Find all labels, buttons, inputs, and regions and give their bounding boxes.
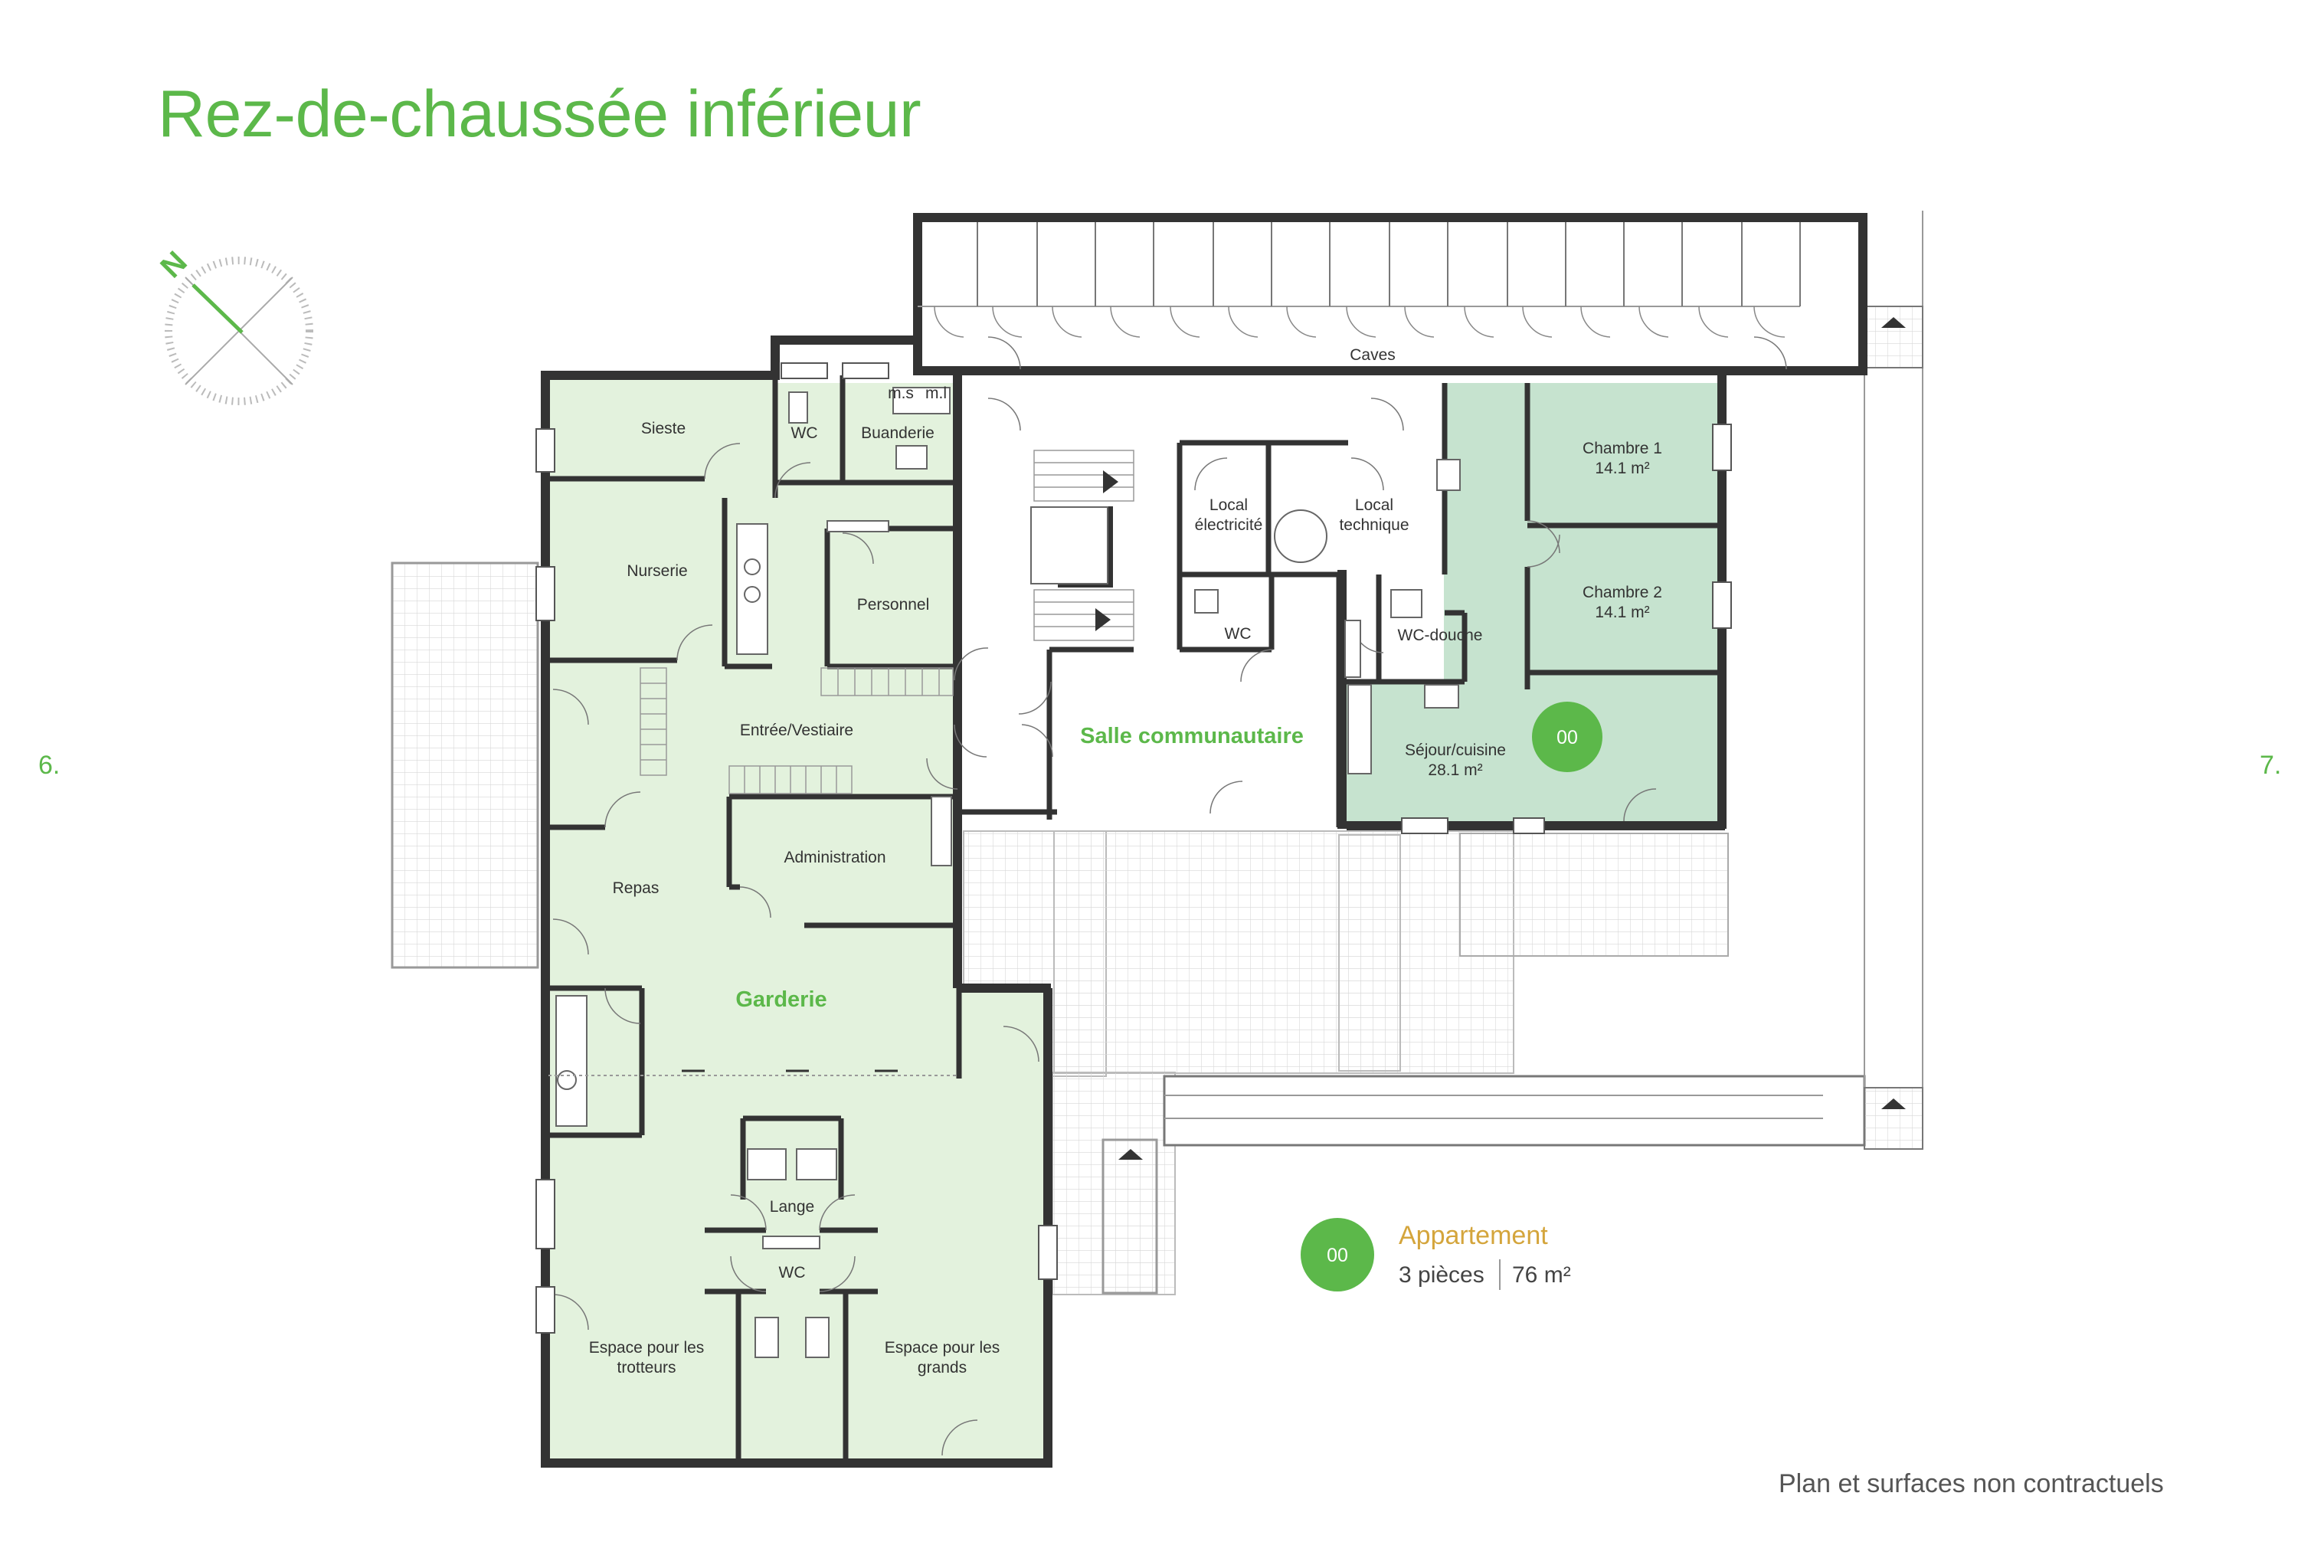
windows: [535, 362, 1732, 1334]
label-entree: Entrée/Vestiaire: [740, 722, 853, 739]
label-wc-top: WC: [791, 424, 818, 442]
page-title: Rez-de-chaussée inférieur: [158, 77, 921, 151]
label-wc-mid: WC: [1225, 625, 1252, 643]
stair-right-bottom: [1864, 1087, 1923, 1150]
label-wc-bottom: WC: [779, 1264, 806, 1282]
label-ms: m.s: [888, 385, 914, 402]
label-grands-line1: Espace pour les: [885, 1339, 1000, 1357]
label-sejour-area: 28.1 m²: [1428, 761, 1482, 779]
legend-badge-label: 00: [1327, 1245, 1348, 1266]
terrace-left: [391, 561, 539, 969]
label-lange: Lange: [770, 1198, 814, 1216]
terrace-apartment: [1459, 833, 1729, 957]
daycare-area: [550, 375, 1046, 1463]
side-label-right: 7.: [2260, 751, 2282, 780]
label-repas: Repas: [613, 879, 660, 897]
terrace-courtyard: [1053, 830, 1514, 1074]
legend-badge: [1301, 1218, 1374, 1291]
label-chambre1-area: 14.1 m²: [1595, 460, 1649, 477]
legend-area: 76 m²: [1512, 1262, 1571, 1288]
north-needle: [191, 283, 244, 334]
label-local-elec-line2: électricité: [1195, 516, 1263, 534]
label-grands-line2: grands: [918, 1359, 967, 1377]
caves-block: [913, 213, 1867, 375]
label-sejour: Séjour/cuisine: [1405, 741, 1506, 759]
label-trotteurs-line2: trotteurs: [617, 1359, 676, 1377]
fixtures: [555, 387, 1461, 1358]
stair-right-top: [1864, 306, 1923, 368]
label-local-tech-line1: Local: [1355, 496, 1393, 514]
compass: N: [154, 245, 313, 405]
disclaimer: Plan et surfaces non contractuels: [1779, 1469, 2164, 1498]
label-ml: m.l: [925, 385, 947, 402]
label-personnel: Personnel: [857, 596, 930, 614]
apartment-badge-plan-label: 00: [1556, 727, 1578, 748]
label-local-tech-line2: technique: [1339, 516, 1409, 534]
legend-rooms: 3 pièces: [1399, 1262, 1484, 1288]
stair-exterior: [1101, 1138, 1158, 1295]
label-nurserie: Nurserie: [627, 562, 687, 580]
label-administration: Administration: [784, 849, 885, 866]
legend: 00 Appartement 3 pièces 76 m²: [1301, 1218, 1571, 1291]
interior-walls: [548, 375, 1717, 1463]
label-buanderie: Buanderie: [861, 424, 935, 442]
label-wc-douche: WC-douche: [1398, 627, 1483, 644]
label-local-elec-line1: Local: [1209, 496, 1248, 514]
label-sieste: Sieste: [641, 420, 686, 437]
label-trotteurs-line1: Espace pour les: [589, 1339, 705, 1357]
side-label-left: 6.: [38, 751, 61, 780]
label-chambre2-area: 14.1 m²: [1595, 604, 1649, 621]
doors: [552, 336, 1787, 1456]
label-chambre1: Chambre 1: [1583, 440, 1662, 457]
apartment-badge-plan: [1532, 702, 1602, 772]
label-salle-communautaire: Salle communautaire: [1080, 724, 1304, 748]
legend-title: Appartement: [1399, 1221, 1548, 1250]
ramp: [1163, 1075, 1866, 1147]
label-chambre2: Chambre 2: [1583, 584, 1662, 601]
stairs: [640, 450, 1134, 794]
label-caves: Caves: [1350, 346, 1396, 364]
label-garderie: Garderie: [735, 987, 826, 1012]
